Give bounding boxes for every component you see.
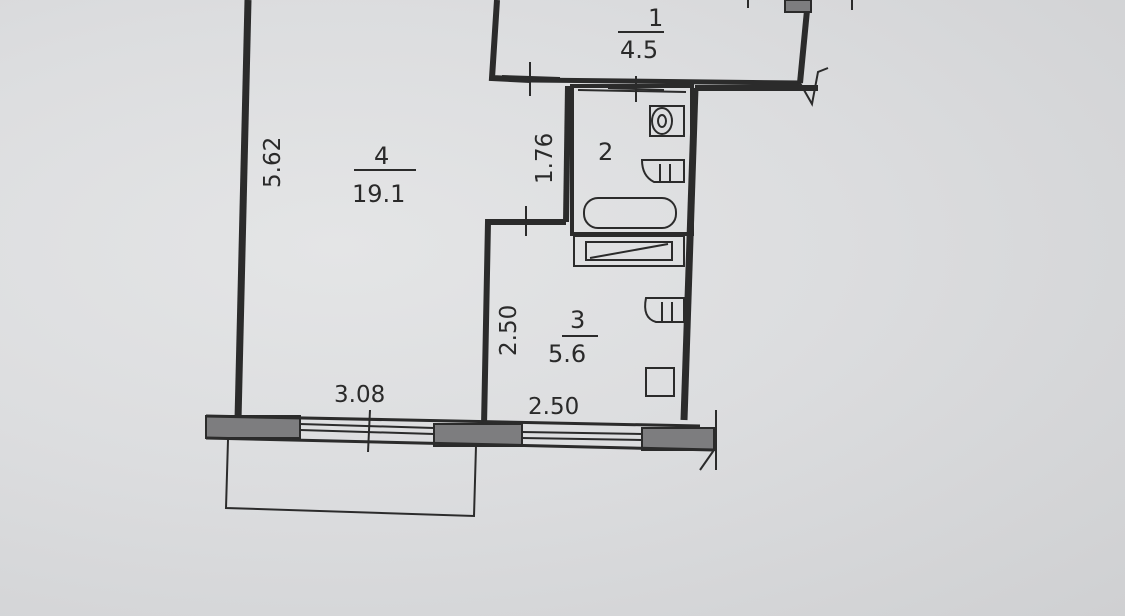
room1-area: 4.5 bbox=[620, 36, 659, 64]
bathtub-fixture bbox=[583, 197, 677, 229]
room1-number: 1 bbox=[648, 4, 664, 32]
room2-number: 2 bbox=[598, 138, 614, 166]
toilet-fixture-room3 bbox=[644, 297, 685, 323]
toilet-fixture-top bbox=[640, 159, 685, 183]
room1-walls bbox=[488, 0, 853, 107]
room4-number: 4 bbox=[374, 142, 390, 170]
room4-width-dimension: 3.08 bbox=[334, 382, 386, 408]
room3-height-dimension: 2.50 bbox=[496, 304, 522, 356]
room3-width-dimension: 2.50 bbox=[528, 394, 580, 420]
room3-area: 5.6 bbox=[548, 340, 587, 368]
vent-shaft bbox=[573, 235, 685, 267]
stove-fixture bbox=[645, 367, 675, 397]
balcony bbox=[224, 439, 477, 518]
corridor-walls bbox=[481, 85, 571, 427]
room2-walls bbox=[570, 84, 818, 421]
room-fraction-bars bbox=[354, 31, 664, 337]
corridor-height-dimension: 1.76 bbox=[532, 132, 558, 184]
facade-wall bbox=[205, 409, 717, 471]
sink-fixture bbox=[649, 105, 685, 137]
room4-left-wall bbox=[234, 0, 252, 421]
room4-area: 19.1 bbox=[352, 180, 406, 208]
room3-number: 3 bbox=[570, 306, 586, 334]
room4-height-dimension: 5.62 bbox=[260, 136, 286, 188]
